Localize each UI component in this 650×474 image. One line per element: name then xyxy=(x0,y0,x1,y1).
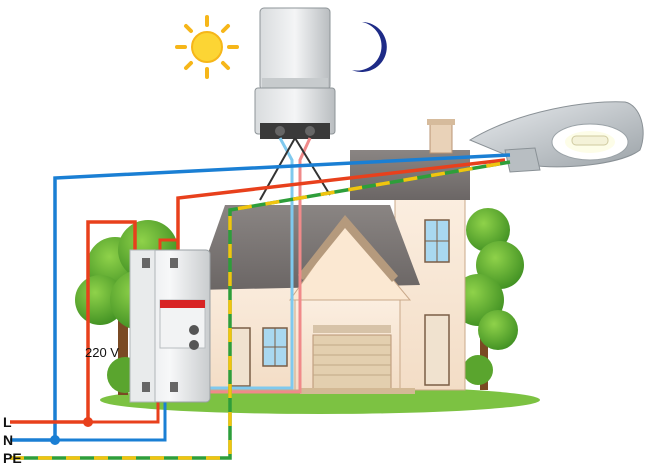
line-label-pe: PE xyxy=(3,450,22,466)
phase-wire-feed xyxy=(88,400,160,424)
neutral-wire-branch xyxy=(55,400,167,442)
tree-icon xyxy=(452,208,524,390)
sensor-wire-blue xyxy=(175,137,294,390)
sun-icon xyxy=(175,15,239,79)
phase-wire xyxy=(10,220,137,424)
sensor-cable-black xyxy=(259,137,296,201)
line-label-l: L xyxy=(3,414,12,430)
street-lamp-icon xyxy=(468,101,644,173)
voltage-label: 220 V xyxy=(85,345,119,360)
din-relay-icon xyxy=(129,249,211,403)
earth-wire-yellow xyxy=(10,160,511,460)
neutral-wire xyxy=(10,153,511,442)
phase-wire-out xyxy=(176,158,506,265)
line-label-n: N xyxy=(3,432,13,448)
moon-icon xyxy=(352,22,387,72)
house-icon xyxy=(195,119,470,394)
phase-junction-dot xyxy=(83,417,93,427)
neutral-junction-dot xyxy=(50,435,60,445)
sensor-wire-pink xyxy=(175,137,312,394)
photo-sensor-icon xyxy=(254,7,336,139)
